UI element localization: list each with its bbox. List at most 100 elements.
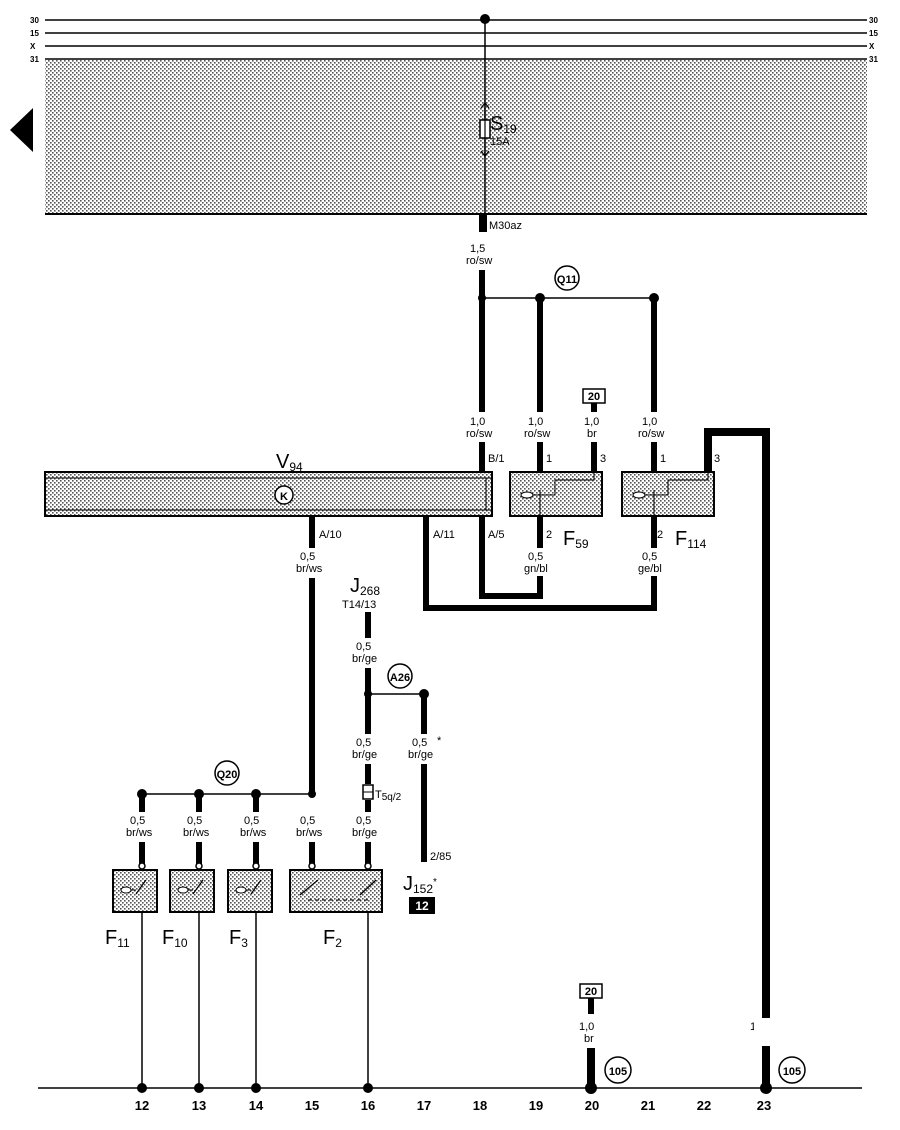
pin-a11: A/11 — [433, 529, 455, 541]
f59-label: F59 — [563, 528, 589, 551]
pin-a10: A/10 — [319, 529, 342, 541]
connector-top-label: M30az — [489, 220, 522, 232]
bus-label-left-15: 15 — [30, 29, 39, 38]
j152-ref-box — [409, 897, 435, 914]
v94-label: V94 — [276, 451, 303, 474]
column-number: 16 — [361, 1098, 375, 1113]
column-numbers: 12 13 14 15 16 17 18 19 20 21 22 23 — [135, 1098, 771, 1113]
splice-q20: Q20 — [214, 760, 240, 786]
switch-f11: F11 — [105, 869, 158, 950]
ground-left-color: br — [584, 1033, 594, 1045]
svg-text:A26: A26 — [390, 672, 410, 684]
bw3-size: 0,5 — [244, 815, 259, 827]
pin-a5: A/5 — [488, 529, 505, 541]
j152-label: J152* — [403, 873, 437, 896]
a26-left-size: 0,5 — [356, 737, 371, 749]
svg-text:20: 20 — [588, 391, 600, 403]
bw3-color: br/ws — [240, 827, 267, 839]
pin-f114-1: 1 — [660, 453, 666, 465]
main-wire-color: ro/sw — [466, 255, 492, 267]
bw1-color: br/ws — [126, 827, 153, 839]
column-number: 15 — [305, 1098, 319, 1113]
svg-text:105: 105 — [783, 1066, 801, 1078]
bus-label-right-30: 30 — [869, 16, 878, 25]
bus-label-right-31: 31 — [869, 55, 878, 64]
fuse-name: S19 — [490, 113, 517, 136]
f114-label: F114 — [675, 528, 707, 551]
column-number: 19 — [529, 1098, 543, 1113]
j152-pin: 2/85 — [430, 851, 451, 863]
f11-label: F11 — [105, 927, 130, 950]
switch-f2: F2 — [289, 869, 383, 950]
pin-f59-1: 1 — [546, 453, 552, 465]
connector-t5q: T5q/2 — [362, 784, 402, 803]
fuse-rating: 15A — [490, 136, 510, 148]
wire-a5-f59 — [479, 516, 543, 599]
svg-text:Q20: Q20 — [217, 769, 238, 781]
unit-v94: V94 K — [44, 451, 493, 517]
f59-wire-size: 0,5 — [528, 551, 543, 563]
column-number: 20 — [585, 1098, 599, 1113]
central-electrics-panel: 30 15 X 31 30 15 X 31 — [30, 16, 878, 215]
svg-text:20: 20 — [585, 986, 597, 998]
fork-wire-4-size: 1,0 — [642, 416, 657, 428]
a26-left-color: br/ge — [352, 749, 377, 761]
t5q-label: T5q/2 — [375, 789, 402, 803]
j268-wire-size: 0,5 — [356, 641, 371, 653]
bus-label-left-30: 30 — [30, 16, 39, 25]
pin-f59-3: 3 — [600, 453, 606, 465]
wire-f114-to-ground — [704, 428, 770, 1088]
column-number: 23 — [757, 1098, 771, 1113]
pin-f114-3: 3 — [714, 453, 720, 465]
column-number: 17 — [417, 1098, 431, 1113]
column-number: 13 — [192, 1098, 206, 1113]
j268-conn: T14/13 — [342, 599, 376, 611]
splice-q11: Q11 — [554, 265, 580, 291]
bw4-size: 0,5 — [300, 815, 315, 827]
wire-a11-f114 — [423, 516, 657, 611]
f10-label: F10 — [162, 927, 188, 950]
ground-circle-left: 105 — [604, 1056, 632, 1084]
v94-k-symbol: K — [280, 491, 288, 503]
a26-right-size: 0,5 — [412, 737, 427, 749]
f2-label: F2 — [323, 927, 342, 950]
j268-label: J268 — [350, 575, 380, 598]
fork-wire-2-color: ro/sw — [524, 428, 550, 440]
fuse-s19: S19 15A — [479, 102, 517, 157]
previous-page-arrow-icon[interactable] — [10, 108, 33, 152]
switch-f3: F3 — [227, 869, 273, 950]
a26-right-color: br/ge — [408, 749, 433, 761]
fork-wire-3-size: 1,0 — [584, 416, 599, 428]
fork-wire-4-color: ro/sw — [638, 428, 664, 440]
svg-text:105: 105 — [609, 1066, 627, 1078]
ref-box-top: 20 — [582, 388, 606, 404]
switch-f59: F59 — [509, 471, 603, 551]
a26-right-mark: * — [437, 735, 442, 747]
ground-circle-right: 105 — [778, 1056, 806, 1084]
bw5-size: 0,5 — [356, 815, 371, 827]
switch-f10: F10 — [162, 869, 215, 950]
bus-label-left-x: X — [30, 42, 36, 51]
f114-wire-color: ge/bl — [638, 563, 662, 575]
pin-b1: B/1 — [488, 453, 505, 465]
bw4-color: br/ws — [296, 827, 323, 839]
pin-f59-2: 2 — [546, 529, 552, 541]
svg-text:Q11: Q11 — [557, 274, 577, 286]
v94-wire-color: br/ws — [296, 563, 323, 575]
bw2-color: br/ws — [183, 827, 210, 839]
column-number: 21 — [641, 1098, 655, 1113]
fork-wire-1-size: 1,0 — [470, 416, 485, 428]
fork-wire-2-size: 1,0 — [528, 416, 543, 428]
pin-f114-2: 2 — [657, 529, 663, 541]
fork-wire-1-color: ro/sw — [466, 428, 492, 440]
splice-a26: A26 — [387, 663, 413, 689]
main-wire-size: 1,5 — [470, 243, 485, 255]
ground-left-size: 1,0 — [579, 1021, 594, 1033]
bus-label-right-15: 15 — [869, 29, 878, 38]
bus-label-left-31: 31 — [30, 55, 39, 64]
j268-wire-color: br/ge — [352, 653, 377, 665]
ground-ref-box: 20 — [579, 983, 603, 999]
column-number: 22 — [697, 1098, 711, 1113]
column-number: 12 — [135, 1098, 149, 1113]
bw5-color: br/ge — [352, 827, 377, 839]
